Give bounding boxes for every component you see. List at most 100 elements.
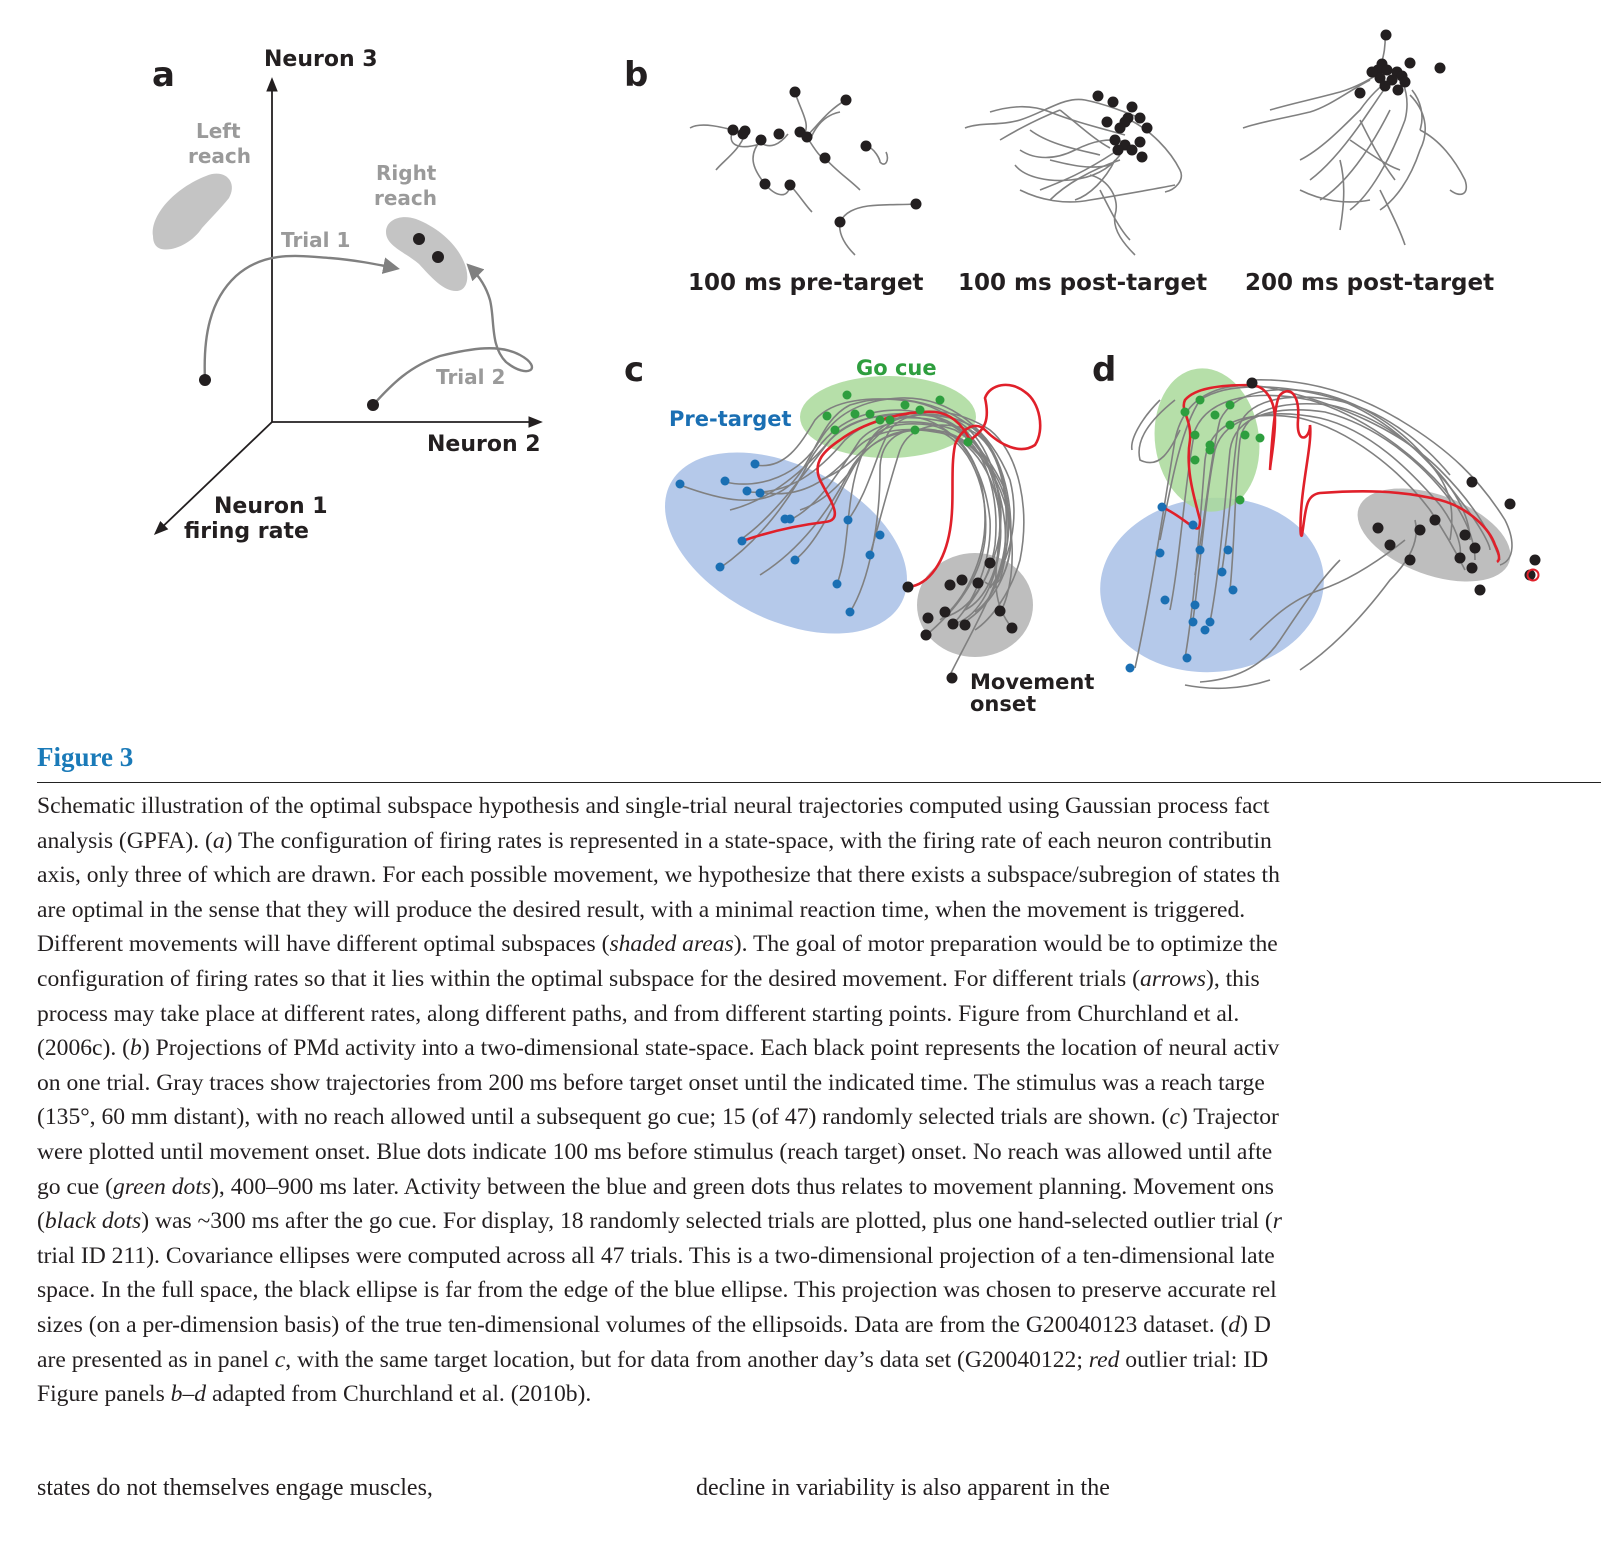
caption-line: (black dots) was ~300 ms after the go cu…: [37, 1204, 1597, 1239]
caption-line: are optimal in the sense that they will …: [37, 893, 1597, 928]
caption-line: go cue (green dots), 400–900 ms later. A…: [37, 1170, 1597, 1205]
trial-state-dot: [1134, 112, 1146, 124]
trial-state-dot: [834, 216, 846, 228]
go-cue-label: Go cue: [856, 356, 937, 380]
caption-italic-text: c: [1169, 1104, 1180, 1131]
caption-text: ). The goal of motor preparation would b…: [733, 931, 1278, 958]
caption-text: outlier trial: ID: [1119, 1346, 1269, 1373]
caption-text: axis, only three of which are drawn. For…: [37, 862, 1280, 889]
caption-text: space. In the full space, the black elli…: [37, 1277, 1277, 1304]
movement-onset-label-1: Movement: [970, 670, 1094, 694]
caption-text: are presented as in panel: [37, 1346, 275, 1373]
trial2-trajectory: [372, 263, 534, 406]
right-reach-region: [386, 217, 468, 291]
movement-ellipse: [917, 553, 1033, 657]
caption-text: ), 400–900 ms later. Activity between th…: [211, 1173, 1274, 1200]
caption-text: , with the same target location, but for…: [285, 1346, 1089, 1373]
caption-line: axis, only three of which are drawn. For…: [37, 858, 1597, 893]
panel-c-pre-target-dots: [675, 459, 885, 617]
panel-b-snapshot-200ms-post: [1242, 34, 1468, 246]
caption-italic-text: b: [130, 1035, 142, 1062]
right-reach-dot: [413, 233, 425, 245]
trial-state-dot: [1101, 116, 1113, 128]
panel-c-movement-dots: [902, 557, 1018, 684]
caption-italic-text: arrows: [1139, 965, 1206, 992]
trial-state-dot: [1126, 101, 1138, 113]
panel-b-label-2: 200 ms post-target: [1245, 270, 1494, 296]
trial-state-dot: [737, 128, 749, 140]
caption-rule: [37, 782, 1601, 783]
caption-text: process may take place at different rate…: [37, 1000, 1240, 1027]
trial-state-dot: [1114, 122, 1126, 134]
panel-c-red-outlier-trial: [744, 383, 1042, 589]
trial-state-dot: [819, 152, 831, 164]
trial-state-dot: [755, 134, 767, 146]
neuron2-axis-label: Neuron 2: [427, 432, 541, 457]
caption-italic-text: red: [1088, 1346, 1120, 1373]
caption-italic-text: r: [1272, 1208, 1282, 1235]
panel-c-letter: c: [624, 350, 644, 390]
panel-b-label-1: 100 ms post-target: [958, 270, 1207, 296]
trial-state-dot: [1136, 151, 1148, 163]
pre-target-ellipse: [1100, 497, 1324, 673]
caption-line: configuration of firing rates so that it…: [37, 962, 1597, 997]
panel-b-letter: b: [624, 55, 648, 95]
caption-text: ) The configuration of firing rates is r…: [224, 827, 1272, 854]
panel-d-trajectories: [1131, 378, 1513, 690]
caption-italic-text: black dots: [44, 1208, 142, 1235]
panel-a: a Neuron 3 Neuron 2 Neuron 1 firing rate…: [152, 47, 543, 544]
body-text-left-column: states do not themselves engage muscles,: [37, 1475, 433, 1501]
caption-italic-text: a: [212, 827, 225, 854]
caption-italic-text: c: [274, 1346, 286, 1373]
trial-state-dot: [860, 140, 872, 152]
panel-a-letter: a: [152, 55, 175, 95]
right-reach-dot: [432, 251, 444, 263]
caption-line: sizes (on a per-dimension basis) of the …: [37, 1308, 1597, 1343]
trial-state-dot: [840, 94, 852, 106]
caption-text: ) was ~300 ms after the go cue. For disp…: [141, 1208, 1273, 1235]
trial-state-dot: [1354, 87, 1366, 99]
caption-italic-text: d: [1228, 1311, 1241, 1338]
trial-state-dot: [1374, 72, 1386, 84]
caption-text: (2006c). (: [37, 1035, 131, 1062]
trial-state-dot: [1380, 29, 1392, 41]
firing-rate-label: firing rate: [184, 519, 309, 544]
pre-target-label: Pre-target: [669, 407, 792, 431]
caption-text: sizes (on a per-dimension basis) of the …: [37, 1311, 1229, 1338]
trial-state-dot: [773, 128, 785, 140]
trial-state-dot: [1092, 90, 1104, 102]
panel-b: b: [624, 29, 1494, 296]
trial-state-dot: [1381, 64, 1393, 76]
trial-state-dot: [1109, 134, 1121, 146]
caption-text: were plotted until movement onset. Blue …: [37, 1138, 1273, 1165]
neuron3-axis-label: Neuron 3: [264, 47, 378, 72]
trial-state-dot: [1134, 136, 1146, 148]
caption-text: analysis (GPFA). (: [37, 827, 213, 854]
trial-state-dot: [727, 124, 739, 136]
right-reach-label-1: Right: [376, 161, 437, 185]
neuron1-axis: [153, 421, 273, 535]
caption-text: ), this: [1205, 965, 1260, 992]
trial-state-dot: [1379, 80, 1391, 92]
caption-text: (135°, 60 mm distant), with no reach all…: [37, 1104, 1170, 1131]
trial1-start-dot: [199, 374, 211, 386]
trial2-start-dot: [367, 399, 379, 411]
caption-line: (135°, 60 mm distant), with no reach all…: [37, 1100, 1597, 1135]
trial-state-dot: [1112, 144, 1124, 156]
caption-text: (: [37, 1208, 45, 1235]
figure-title: Figure 3: [37, 742, 134, 772]
caption-text: ) Trajector: [1179, 1104, 1279, 1131]
trial-state-dot: [910, 198, 922, 210]
trial-state-dot: [1366, 66, 1378, 78]
body-text-right-column: decline in variability is also apparent …: [696, 1475, 1110, 1501]
panel-d-go-cue-dots: [1180, 395, 1265, 505]
panel-d-red-endpoint: [1526, 568, 1540, 582]
trial-state-dot: [1434, 62, 1446, 74]
panel-d: d: [1092, 350, 1541, 690]
neuron1-axis-label: Neuron 1: [214, 494, 328, 519]
caption-text: on one trial. Gray traces show trajector…: [37, 1069, 1265, 1096]
caption-text: Figure panels: [37, 1381, 171, 1408]
caption-text: trial ID 211). Covariance ellipses were …: [37, 1242, 1275, 1269]
trial-state-dot: [784, 179, 796, 191]
